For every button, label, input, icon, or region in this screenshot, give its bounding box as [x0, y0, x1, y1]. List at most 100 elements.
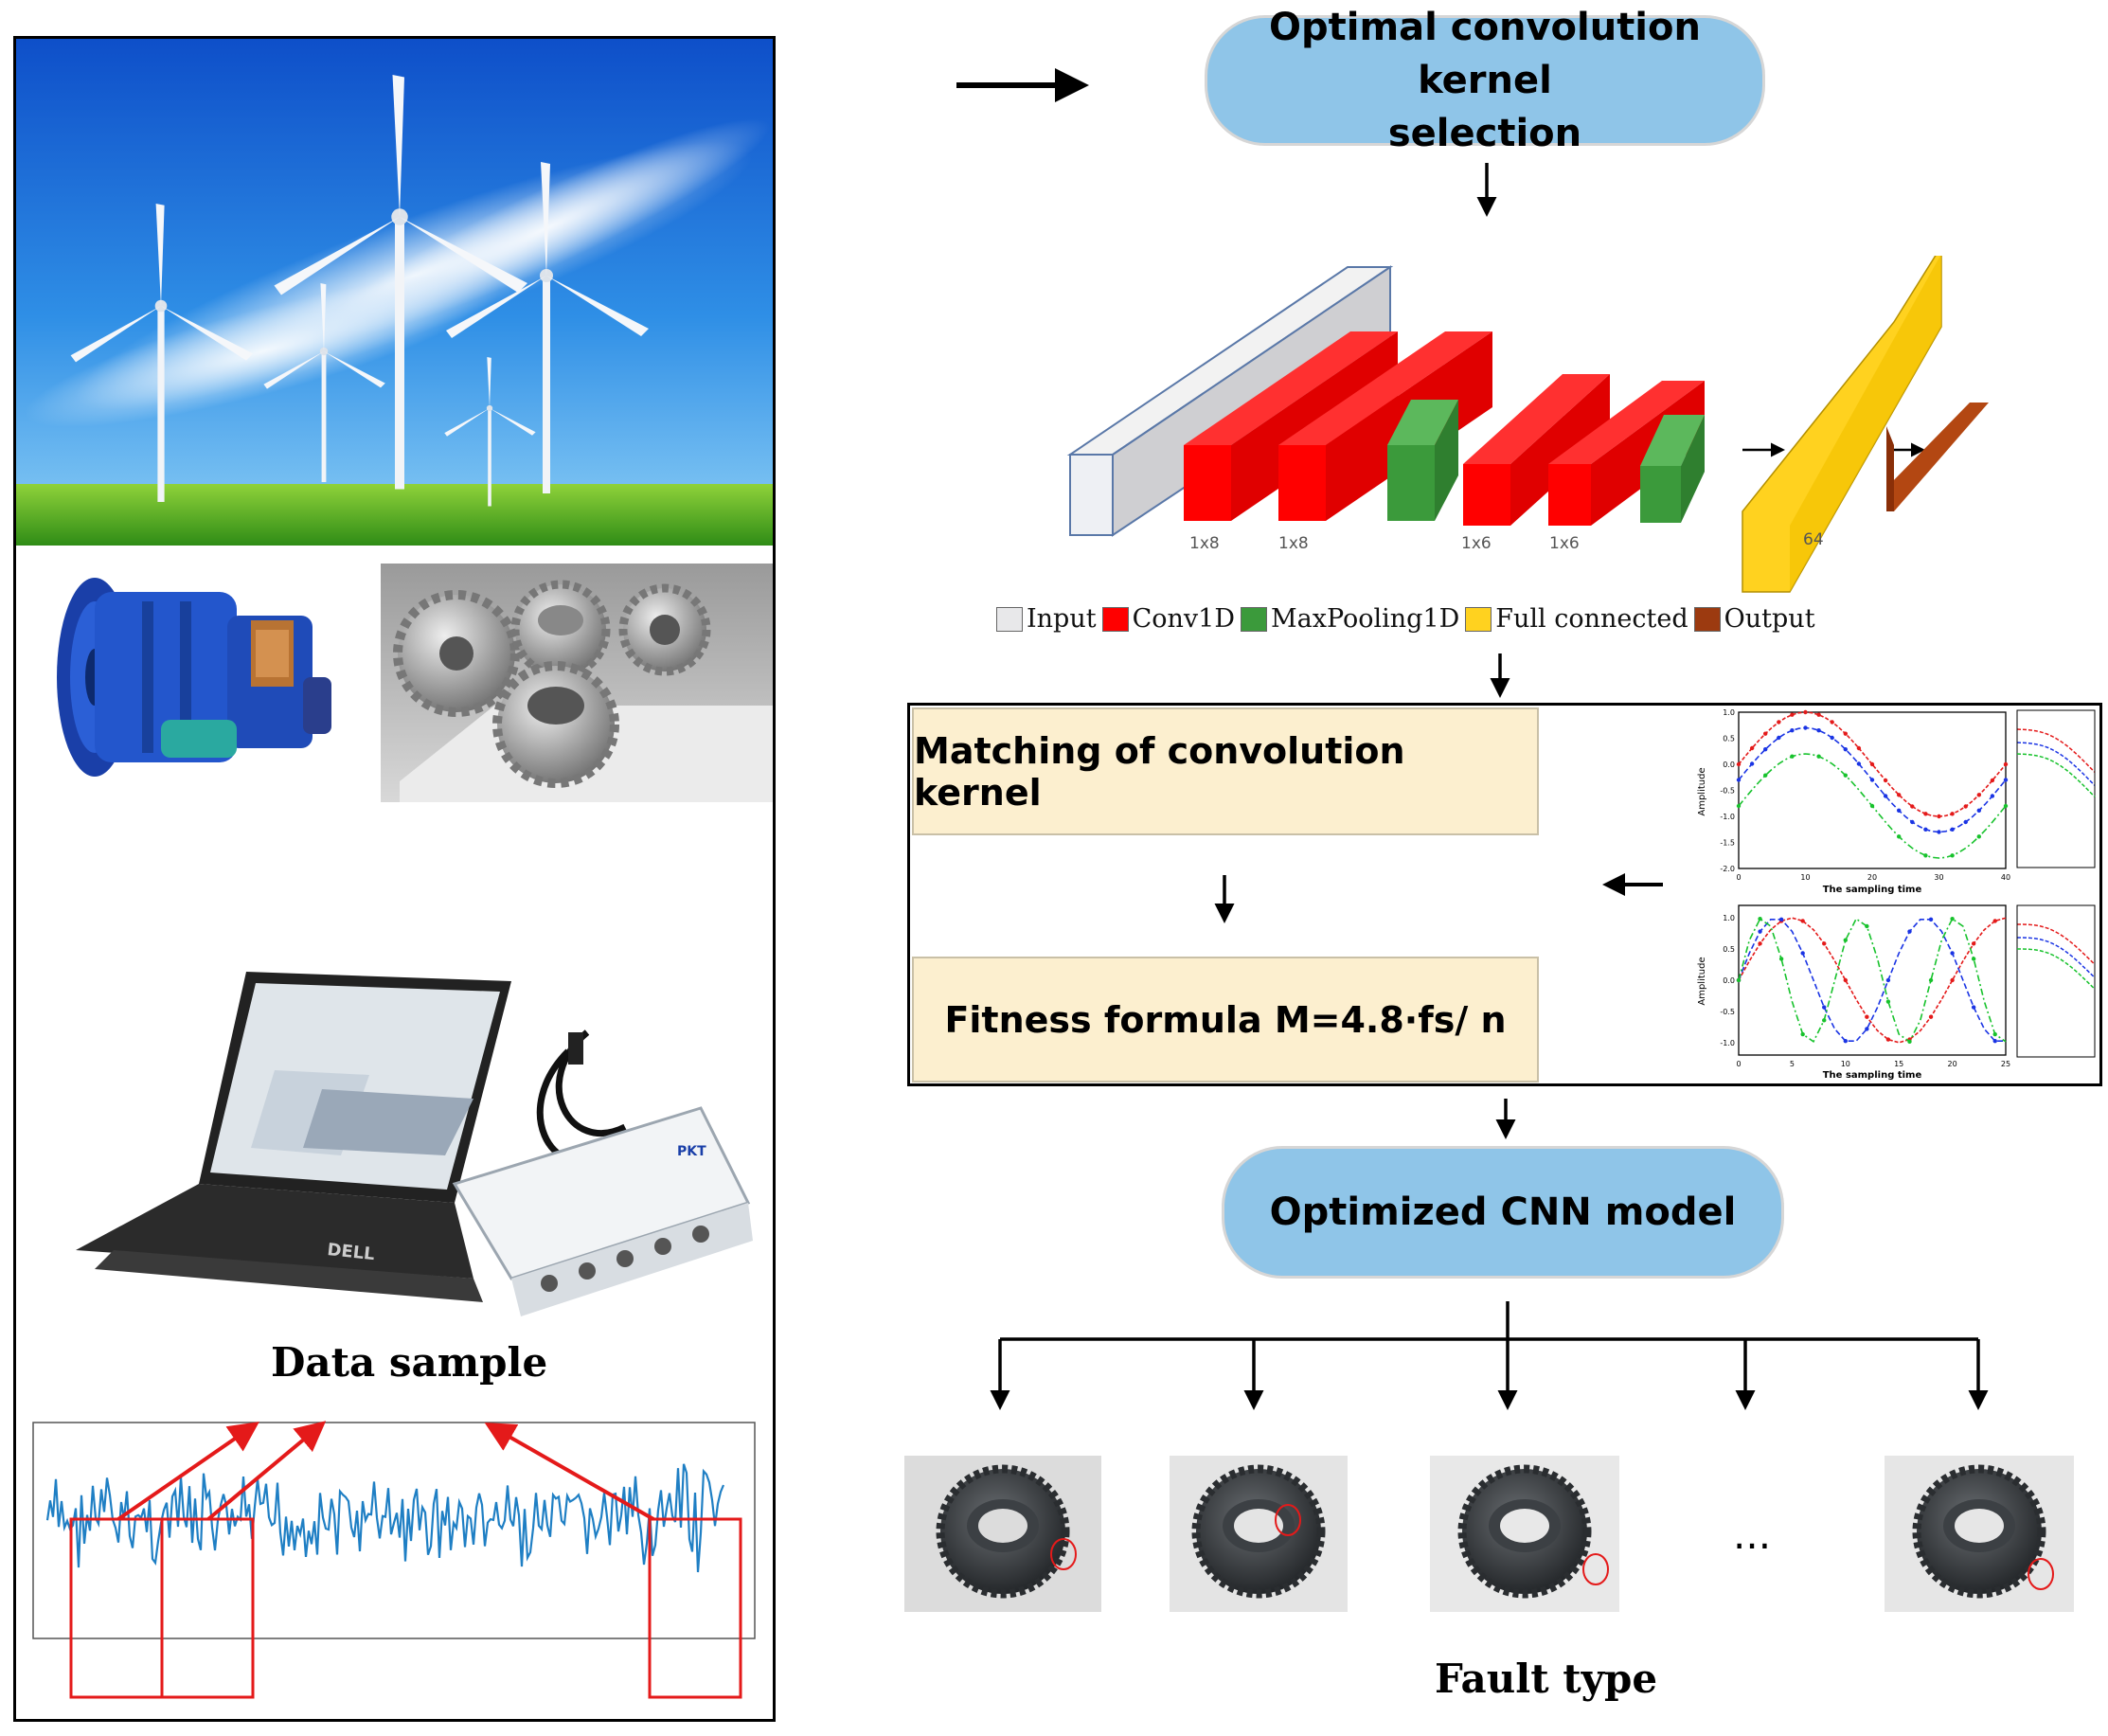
conv1d-layer-block: [1463, 374, 1610, 526]
mini-chart-marker: [1928, 917, 1934, 922]
layer-label: 64: [1803, 530, 1824, 549]
defect-marker: [2028, 1558, 2054, 1590]
mini-chart-marker: [1790, 754, 1795, 759]
fault-gear-photo: [1170, 1456, 1348, 1612]
mini-chart-xtick: 0: [1736, 873, 1741, 882]
mini-chart-marker: [1822, 1005, 1827, 1010]
mini-chart-marker: [1928, 1014, 1934, 1019]
mini-chart-marker: [1778, 957, 1784, 961]
mini-chart-marker: [1971, 941, 1976, 946]
mini-chart-frame: [1738, 711, 2007, 869]
mini-chart-marker: [1992, 1038, 1997, 1044]
side-strip-frame: [2016, 709, 2096, 868]
mini-chart-xtick: 0: [1736, 1060, 1741, 1068]
mini-chart-marker: [1758, 941, 1762, 946]
mini-chart-xtick: 25: [2001, 1060, 2010, 1068]
mini-chart-marker: [2003, 803, 2009, 809]
mini-chart-ylabel: Amplitude: [1697, 957, 1707, 1005]
mini-chart-marker: [1822, 941, 1827, 946]
mini-chart-marker: [1971, 957, 1976, 961]
mini-chart-marker: [1923, 812, 1928, 816]
mini-chart-marker: [1763, 731, 1768, 736]
layer-label: 1x8: [1278, 534, 1309, 553]
mini-chart-marker: [1843, 731, 1848, 736]
mini-chart-marker: [1950, 916, 1955, 922]
mini-chart-marker: [1816, 712, 1821, 717]
kernel-selection-line-1: Optimal convolution kernel: [1269, 6, 1701, 102]
mini-chart-marker: [1778, 917, 1784, 922]
mini-chart-marker: [1883, 794, 1888, 798]
defect-marker: [1050, 1538, 1077, 1570]
layer-label: 1x6: [1461, 534, 1492, 553]
mini-chart-xtick: 40: [2001, 873, 2010, 882]
mini-chart-marker: [1777, 735, 1781, 741]
fitness-formula-step: Fitness formula M=4.8·fs/ n: [912, 957, 1539, 1083]
legend-item-output: Output: [1693, 604, 1815, 634]
mini-chart-ytick: -1.5: [1720, 839, 1735, 848]
mini-chart-marker: [1885, 1037, 1891, 1042]
mini-chart-marker: [1800, 919, 1805, 923]
mini-chart-xlabel: The sampling time: [1823, 1070, 1922, 1081]
mini-chart-marker: [1865, 1014, 1869, 1019]
fault-gear-photo: [1430, 1456, 1619, 1612]
side-strip-frame: [2016, 904, 2096, 1058]
mini-chart-marker: [1816, 754, 1821, 759]
mini-chart-marker: [1803, 709, 1808, 715]
mini-chart-ytick: 1.0: [1723, 708, 1735, 717]
legend-label: Full connected: [1495, 604, 1688, 634]
mini-chart-marker: [1937, 830, 1941, 834]
mini-chart-marker: [1843, 1038, 1848, 1044]
mini-chart-marker: [1777, 720, 1781, 725]
red-arrow: [206, 1421, 327, 1521]
acquisition-hardware-image: DELL PKT: [76, 972, 753, 1316]
mini-chart-marker: [1803, 725, 1808, 730]
mini-chart-ytick: -1.0: [1720, 1039, 1735, 1047]
mini-chart-marker: [1885, 999, 1891, 1004]
sampling-window: [648, 1517, 742, 1699]
mini-chart-frame: [1738, 904, 2007, 1056]
mini-chart-ytick: -0.5: [1720, 787, 1735, 796]
mini-chart-marker: [1843, 938, 1848, 942]
mini-chart-ytick: 0.5: [1723, 945, 1735, 954]
mini-chart-marker: [1856, 745, 1862, 751]
mini-chart-xtick: 30: [1934, 873, 1943, 882]
kernel-selection-step: Optimal convolution kernel selection: [1205, 6, 1765, 155]
mini-chart-marker: [1800, 951, 1805, 956]
mini-chart-marker: [2003, 778, 2009, 782]
legend-item-conv1d: Conv1D: [1101, 604, 1235, 634]
cnn-legend: Input Conv1D MaxPooling1D Full connected…: [996, 604, 1821, 634]
mini-chart-ytick: 0.0: [1723, 761, 1735, 769]
mini-chart-xtick: 15: [1894, 1060, 1903, 1068]
mini-chart-marker: [1923, 853, 1928, 858]
mini-chart-marker: [1830, 720, 1834, 725]
mini-chart-ytick: 0.0: [1723, 976, 1735, 985]
mini-chart-xlabel: The sampling time: [1823, 885, 1922, 895]
side-strip-series: [2016, 753, 2096, 797]
legend-swatch: [1693, 606, 1721, 632]
wind-farm-image: [16, 39, 773, 546]
side-strip-series: [2017, 937, 2096, 978]
mini-chart-ytick: -2.0: [1720, 865, 1735, 873]
mini-chart-marker: [1976, 808, 1981, 814]
mini-chart-marker: [1963, 819, 1968, 825]
matching-frame: [907, 703, 2102, 1086]
mini-chart-marker: [1910, 819, 1915, 825]
mini-chart-ytick: -0.5: [1720, 1008, 1735, 1016]
mini-chart-marker: [1923, 827, 1928, 832]
mini-chart-marker: [1950, 951, 1955, 956]
mini-chart-marker: [1865, 923, 1869, 929]
fault-gear-photo: [1885, 1456, 2074, 1612]
mini-chart-series: [1738, 919, 2006, 1043]
mini-chart-marker: [1830, 735, 1834, 741]
mini-chart-marker: [1869, 761, 1875, 767]
layer-label: 1x6: [1549, 534, 1580, 553]
mini-chart-marker: [1790, 712, 1795, 717]
red-arrow: [484, 1423, 654, 1521]
legend-item-maxpooling: MaxPooling1D: [1240, 604, 1459, 634]
defect-marker: [1582, 1553, 1609, 1585]
mini-chart-marker: [1990, 794, 1995, 798]
mini-chart-marker: [1865, 1027, 1869, 1031]
mini-chart-marker: [1910, 804, 1915, 809]
mini-chart-marker: [1843, 977, 1848, 983]
